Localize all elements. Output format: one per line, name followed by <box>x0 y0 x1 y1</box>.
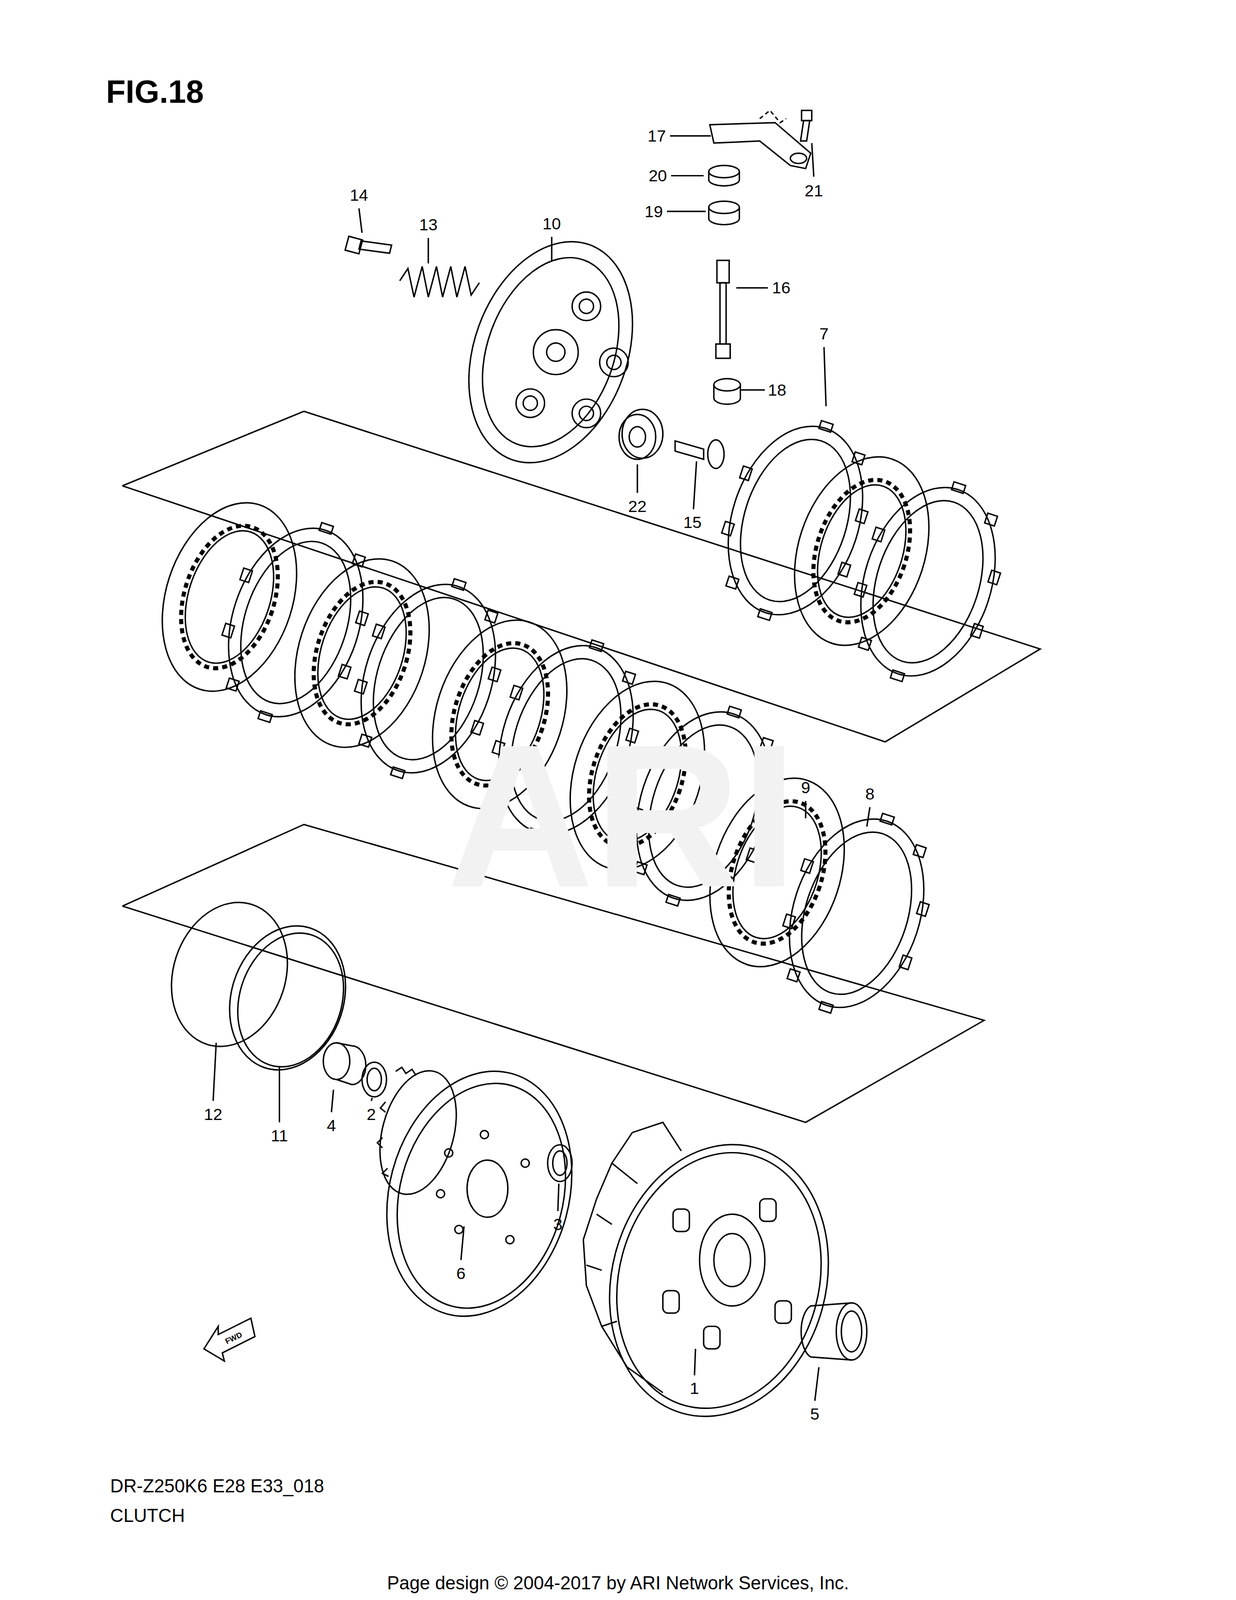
section-name: CLUTCH <box>110 1505 185 1525</box>
callout-number: 6 <box>456 1264 466 1282</box>
callout-number: 14 <box>349 186 369 204</box>
callout-number: 17 <box>647 127 666 144</box>
callout-number: 20 <box>648 167 667 184</box>
callout-number: 11 <box>270 1126 288 1144</box>
copyright-note: Page design © 2004-2017 by ARI Network S… <box>386 1573 849 1592</box>
callout-number: 19 <box>644 203 664 220</box>
callout-number: 5 <box>810 1405 820 1422</box>
callout-number: 16 <box>772 279 791 296</box>
callout-number: 2 <box>366 1105 376 1123</box>
callout-number: 13 <box>419 216 438 233</box>
callout-number: 15 <box>683 513 702 531</box>
figure-title: FIG.18 <box>106 75 205 108</box>
callout-number: 9 <box>801 778 811 796</box>
callout-number: 12 <box>204 1105 223 1123</box>
watermark: ARI <box>446 713 798 918</box>
callout-number: 3 <box>553 1215 563 1233</box>
callout-number: 21 <box>804 182 824 199</box>
callout-number: 1 <box>689 1379 699 1396</box>
callout-number: 8 <box>865 785 875 802</box>
callout-number: 22 <box>628 497 647 515</box>
callout-number: 7 <box>819 325 829 342</box>
callout-number: 10 <box>542 215 561 232</box>
callout-number: 18 <box>767 381 787 398</box>
model-code: DR-Z250K6 E28 E33_018 <box>110 1476 325 1495</box>
callout-number: 4 <box>326 1116 336 1134</box>
